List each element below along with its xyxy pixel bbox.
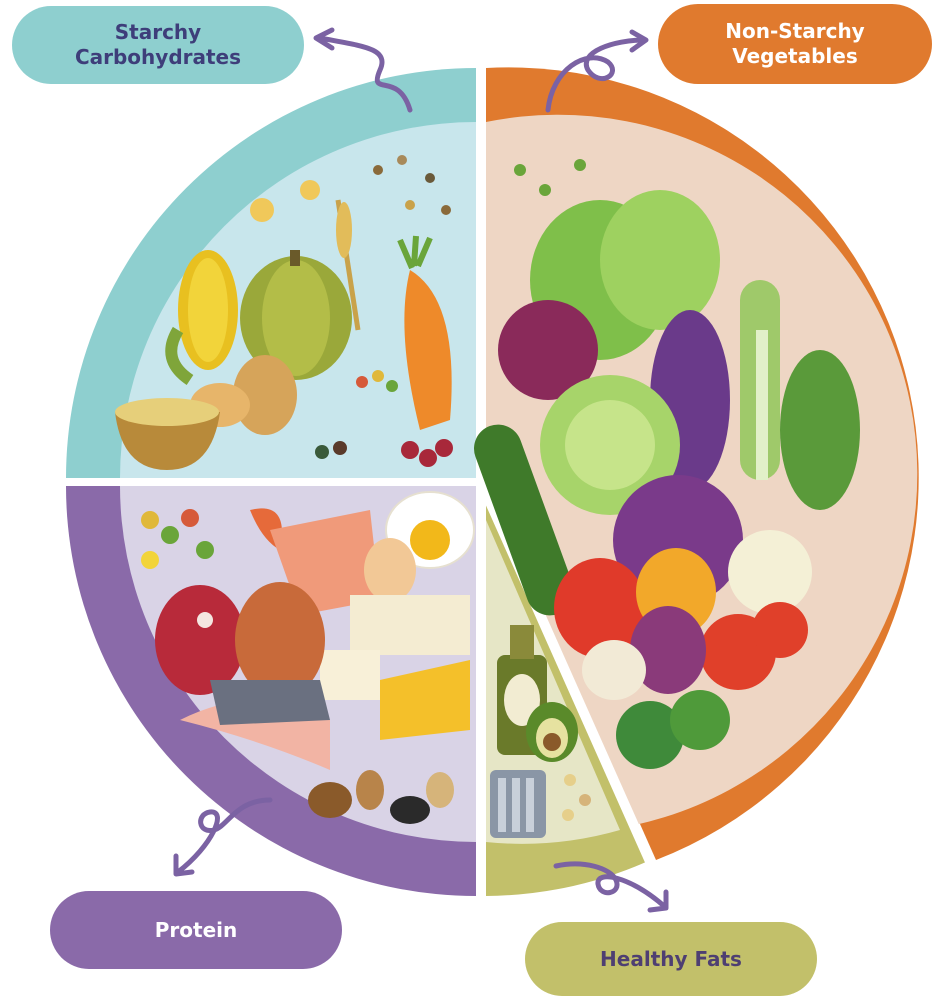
broccoli-icon [616, 690, 730, 769]
arugula-icon [780, 350, 860, 510]
carbs-label: Starchy Carbohydrates [74, 20, 242, 69]
beans-icon [315, 439, 453, 467]
fish-icon [180, 680, 330, 770]
zucchini-icon [474, 424, 574, 616]
wheat-icon [335, 199, 361, 331]
protein-label: Protein [154, 917, 238, 942]
vegetables-label: Non-Starchy Vegetables [725, 19, 865, 68]
legumes-icon [141, 509, 214, 569]
protein-label-pill[interactable]: Protein [50, 891, 342, 969]
carbs-label-pill[interactable]: Starchy Carbohydrates [12, 6, 304, 84]
corn-icon [165, 250, 238, 385]
nuts-icon [308, 770, 454, 824]
fats-label-pill[interactable]: Healthy Fats [525, 922, 817, 996]
pasta-icon [250, 180, 320, 222]
avocado-icon [526, 702, 578, 762]
leek-icon [740, 280, 780, 480]
beet-icon [498, 300, 598, 400]
carrot-icon [397, 235, 452, 430]
arrow-vegetables [545, 29, 649, 113]
fats-foods [490, 625, 591, 838]
sardines-icon [490, 770, 546, 838]
fats-label: Healthy Fats [600, 946, 742, 971]
meat-icon [155, 585, 245, 695]
egg-icon [364, 491, 475, 602]
vegetable-foods [474, 159, 860, 769]
cabbage-icon [540, 375, 680, 515]
sprouts-icon [514, 159, 586, 196]
cheese-icon [380, 660, 470, 740]
fats-inner [486, 520, 620, 844]
lentils-icon [356, 370, 398, 392]
protein-foods [141, 491, 475, 824]
cauliflower-icon [728, 530, 812, 614]
onion-icon [630, 606, 706, 694]
lettuce-icon [530, 190, 720, 360]
tomato-icon [700, 602, 808, 690]
bell-pepper-icon [554, 548, 716, 658]
chicken-icon [235, 582, 325, 698]
arrow-fats [553, 861, 669, 913]
seeds-icon [562, 774, 591, 821]
seeds-scatter [373, 155, 451, 215]
vegetables-label-pill[interactable]: Non-Starchy Vegetables [658, 4, 932, 84]
carbs-foods [115, 155, 453, 470]
squash-icon [240, 250, 352, 380]
arrow-carbs [313, 27, 413, 113]
tofu-icon [320, 595, 470, 700]
grain-bowl-icon [115, 398, 220, 470]
arrow-protein [173, 797, 273, 877]
garlic-icon [582, 640, 646, 700]
